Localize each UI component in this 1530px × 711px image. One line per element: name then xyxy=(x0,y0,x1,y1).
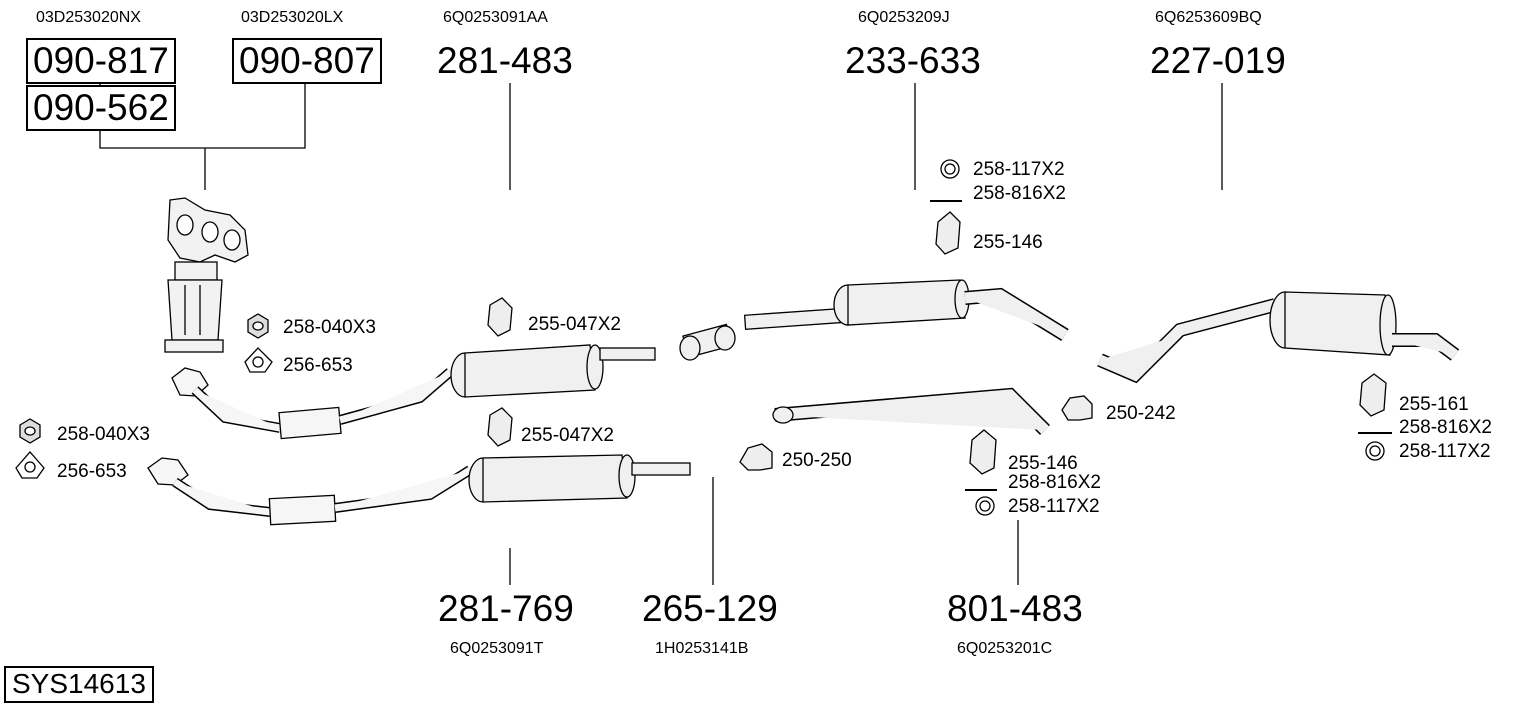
fitting-label[interactable]: 250-250 xyxy=(782,450,852,471)
part-number-link[interactable]: 801-483 xyxy=(947,588,1083,629)
silencer-233-633 xyxy=(743,279,1069,341)
fitting-label[interactable]: 258-816X2 xyxy=(1008,472,1101,493)
clamp-icon xyxy=(739,443,773,471)
gasket-icon xyxy=(244,347,273,373)
part-number-link[interactable]: 281-769 xyxy=(438,588,574,629)
silencer-281-769 xyxy=(468,454,691,503)
oe-number: 6Q0253209J xyxy=(858,9,950,26)
fitting-label[interactable]: 255-146 xyxy=(973,232,1043,253)
pipe-801-483 xyxy=(772,387,1050,435)
fitting-label[interactable]: 255-146 xyxy=(1008,453,1078,474)
part-number-link[interactable]: 233-633 xyxy=(845,40,981,81)
fitting-label[interactable]: 255-047X2 xyxy=(528,314,621,335)
oe-number: 6Q0253091AA xyxy=(443,9,548,26)
fitting-label[interactable]: 255-161 xyxy=(1399,394,1469,415)
exhaust-pipe-lower xyxy=(147,457,473,526)
part-number-link[interactable]: 090-562 xyxy=(26,85,176,131)
exhaust-pipe-upper xyxy=(171,367,454,440)
leader-lines xyxy=(99,80,1223,585)
hanger-icon xyxy=(487,407,513,447)
fitting-label[interactable]: 258-117X2 xyxy=(1399,441,1491,462)
fitting-label[interactable]: 255-047X2 xyxy=(521,425,614,446)
oe-number: 6Q0253201C xyxy=(957,640,1053,657)
connector-265-129 xyxy=(679,323,736,361)
oe-number: 1H0253141B xyxy=(655,640,749,657)
part-number-link[interactable]: 281-483 xyxy=(437,40,573,81)
oe-number: 6Q6253609BQ xyxy=(1155,9,1262,26)
part-number-link[interactable]: 090-817 xyxy=(26,38,176,84)
gasket-icon xyxy=(15,451,45,479)
hanger-icon xyxy=(487,297,513,337)
clamp-icon xyxy=(1061,395,1093,421)
fitting-label[interactable]: 258-117X2 xyxy=(973,159,1065,180)
silencer-227-019 xyxy=(1097,291,1460,384)
fitting-label[interactable]: 258-040X3 xyxy=(57,424,150,445)
part-number-link[interactable]: 090-807 xyxy=(232,38,382,84)
fitting-label[interactable]: 256-653 xyxy=(283,355,353,376)
fitting-label[interactable]: 258-816X2 xyxy=(1399,417,1492,438)
part-number-link[interactable]: 227-019 xyxy=(1150,40,1286,81)
fitting-label[interactable]: 256-653 xyxy=(57,461,127,482)
oe-number: 6Q0253091T xyxy=(450,640,544,657)
oe-number: 03D253020LX xyxy=(241,9,344,26)
hanger-icon xyxy=(1359,373,1387,417)
hanger-icon xyxy=(935,211,961,255)
oe-number: 03D253020NX xyxy=(36,9,141,26)
ring-icon xyxy=(940,159,960,179)
hanger-icon xyxy=(969,429,997,475)
part-number-link[interactable]: 265-129 xyxy=(642,588,778,629)
silencer-281-483 xyxy=(450,344,656,398)
system-code: SYS14613 xyxy=(4,666,154,703)
fitting-label[interactable]: 250-242 xyxy=(1106,403,1176,424)
fitting-label[interactable]: 258-040X3 xyxy=(283,317,376,338)
ring-icon xyxy=(1365,441,1385,461)
ring-icon xyxy=(975,496,995,516)
catalytic-converter-icon xyxy=(164,197,249,353)
fitting-label[interactable]: 258-117X2 xyxy=(1008,496,1100,517)
fitting-label[interactable]: 258-816X2 xyxy=(973,183,1066,204)
